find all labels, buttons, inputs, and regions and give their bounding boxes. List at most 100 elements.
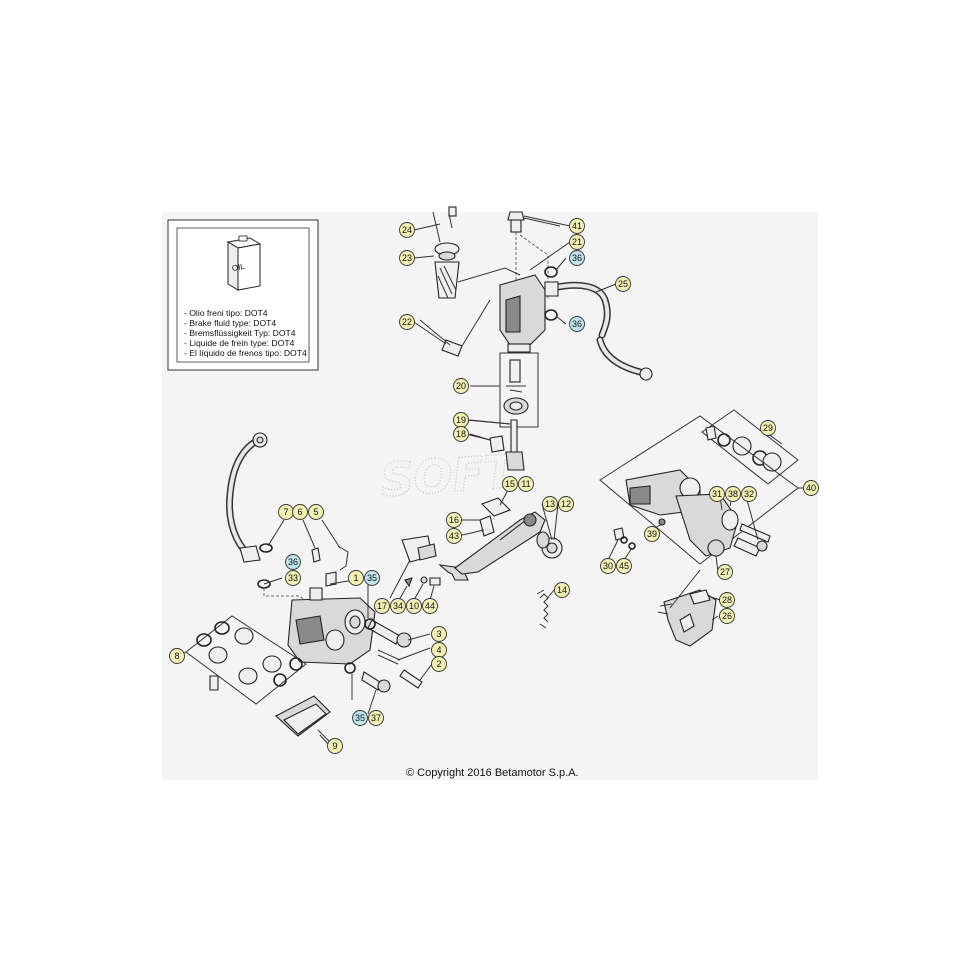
callout-circle xyxy=(446,528,462,544)
callout-circle xyxy=(725,486,741,502)
oil-can-icon: OIL xyxy=(226,235,262,291)
callout-label: 9 xyxy=(332,741,337,751)
watermark: SOFT xyxy=(379,444,521,508)
callout-circle xyxy=(502,476,518,492)
callout-circle xyxy=(719,592,735,608)
callout-32: 32 xyxy=(741,486,757,502)
callout-35b: 35 xyxy=(352,710,368,726)
callout-5: 5 xyxy=(308,504,324,520)
callout-label: 36 xyxy=(572,253,582,263)
callout-label: 5 xyxy=(313,507,318,517)
callout-19: 19 xyxy=(453,412,469,428)
callout-38: 38 xyxy=(725,486,741,502)
callout-circle xyxy=(327,738,343,754)
callout-45: 45 xyxy=(616,558,632,574)
brake-fluid-info-box: OIL - Olio freni tipo: DOT4 - Brake flui… xyxy=(167,219,319,371)
callout-circle xyxy=(569,218,585,234)
callout-label: 11 xyxy=(521,479,530,489)
callout-circle xyxy=(374,598,390,614)
callout-41: 41 xyxy=(569,218,585,234)
callout-label: 36 xyxy=(572,319,582,329)
callout-44: 44 xyxy=(422,598,438,614)
callout-25: 25 xyxy=(615,276,631,292)
callout-circle xyxy=(717,564,733,580)
info-line-2: - Brake fluid type: DOT4 xyxy=(184,318,276,328)
callout-circle xyxy=(390,598,406,614)
callout-circle xyxy=(406,598,422,614)
callout-15: 15 xyxy=(502,476,518,492)
callout-label: 44 xyxy=(425,601,435,611)
callout-circle xyxy=(569,234,585,250)
callout-36c: 36 xyxy=(285,554,301,570)
callout-6: 6 xyxy=(292,504,308,520)
callout-label: 15 xyxy=(505,479,515,489)
callout-circle xyxy=(446,512,462,528)
callout-label: 37 xyxy=(371,713,381,723)
callout-label: 28 xyxy=(722,595,732,605)
callout-9: 9 xyxy=(327,738,343,754)
callout-39: 39 xyxy=(644,526,660,542)
callout-label: 14 xyxy=(557,585,567,595)
callout-label: 20 xyxy=(456,381,466,391)
callout-circle xyxy=(719,608,735,624)
callout-30: 30 xyxy=(600,558,616,574)
callout-label: 1 xyxy=(353,573,358,583)
callout-circle xyxy=(616,558,632,574)
callout-26: 26 xyxy=(719,608,735,624)
callout-label: 43 xyxy=(449,531,459,541)
callout-circle xyxy=(422,598,438,614)
callout-circle xyxy=(542,496,558,512)
callout-33: 33 xyxy=(285,570,301,586)
copyright-text: © Copyright 2016 Betamotor S.p.A. xyxy=(406,767,579,779)
callout-label: 38 xyxy=(728,489,738,499)
callout-circle xyxy=(368,710,384,726)
callout-18: 18 xyxy=(453,426,469,442)
callout-label: 4 xyxy=(436,645,441,655)
callout-label: 36 xyxy=(288,557,298,567)
callout-10: 10 xyxy=(406,598,422,614)
callout-circle xyxy=(453,426,469,442)
callout-14: 14 xyxy=(554,582,570,598)
callout-4: 4 xyxy=(431,642,447,658)
callout-34: 34 xyxy=(390,598,406,614)
callout-label: 10 xyxy=(409,601,419,611)
callout-22: 22 xyxy=(399,314,415,330)
callout-label: 16 xyxy=(449,515,459,525)
front-caliper-assembly xyxy=(185,432,423,745)
callout-circle xyxy=(803,480,819,496)
callout-label: 3 xyxy=(436,629,441,639)
callout-12: 12 xyxy=(558,496,574,512)
brake-pedal-assembly xyxy=(389,485,563,629)
callout-label: 2 xyxy=(436,659,441,669)
callout-11: 11 xyxy=(518,476,534,492)
callout-27: 27 xyxy=(717,564,733,580)
callout-24: 24 xyxy=(399,222,415,238)
callout-circle xyxy=(399,222,415,238)
callout-label: 29 xyxy=(763,423,773,433)
callout-43: 43 xyxy=(446,528,462,544)
callout-circle xyxy=(558,496,574,512)
callout-circle xyxy=(644,526,660,542)
callout-circle xyxy=(285,554,301,570)
callout-circle xyxy=(709,486,725,502)
callout-label: 24 xyxy=(402,225,412,235)
callout-36b: 36 xyxy=(569,316,585,332)
callout-label: 26 xyxy=(722,611,732,621)
callout-37: 37 xyxy=(368,710,384,726)
callout-20: 20 xyxy=(453,378,469,394)
callout-7: 7 xyxy=(278,504,294,520)
callout-label: 25 xyxy=(618,279,628,289)
info-line-5: - El líquido de frenos tipo: DOT4 xyxy=(184,348,307,358)
rear-caliper-assembly xyxy=(599,409,799,647)
callout-circle xyxy=(600,558,616,574)
callout-label: 12 xyxy=(561,499,571,509)
callout-label: 21 xyxy=(572,237,582,247)
callout-21: 21 xyxy=(569,234,585,250)
info-line-4: - Liquide de frein type: DOT4 xyxy=(184,338,295,348)
callout-label: 31 xyxy=(712,489,722,499)
callout-circle xyxy=(760,420,776,436)
callout-circle xyxy=(431,626,447,642)
callout-circle xyxy=(615,276,631,292)
callout-29: 29 xyxy=(760,420,776,436)
